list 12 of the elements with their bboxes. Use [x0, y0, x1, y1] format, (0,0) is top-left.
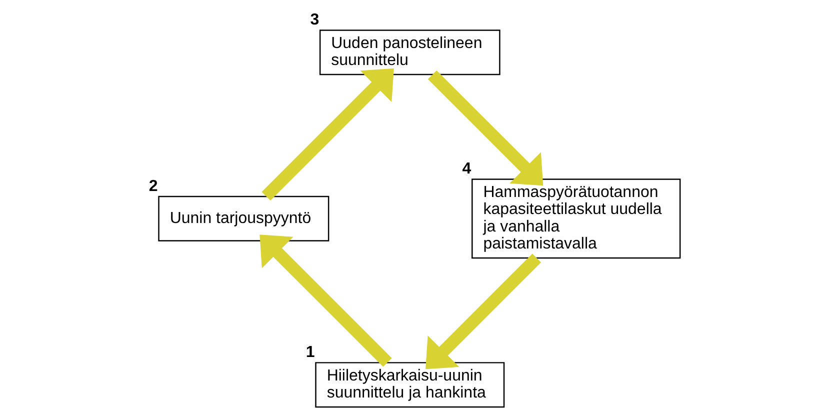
- node-label: 1: [305, 344, 314, 362]
- node-box: Hammaspyörätuotannon kapasiteettilaskut uudella ja vanhalla paistamistavalla: [471, 178, 680, 259]
- node-label: 2: [148, 178, 158, 195]
- arrow: [261, 68, 394, 201]
- arrow: [259, 234, 392, 367]
- node-box: Uunin tarjouspyyntö: [158, 196, 329, 242]
- node-label: 3: [310, 12, 319, 29]
- node-box: Uuden panostelineen suunnittelu: [318, 30, 500, 76]
- arrow: [425, 254, 541, 370]
- arrow: [427, 70, 543, 186]
- node-label: 4: [462, 160, 471, 178]
- node-box: Hiiletyskarkaisu-uunin suunnittelu ja hankinta: [314, 362, 504, 408]
